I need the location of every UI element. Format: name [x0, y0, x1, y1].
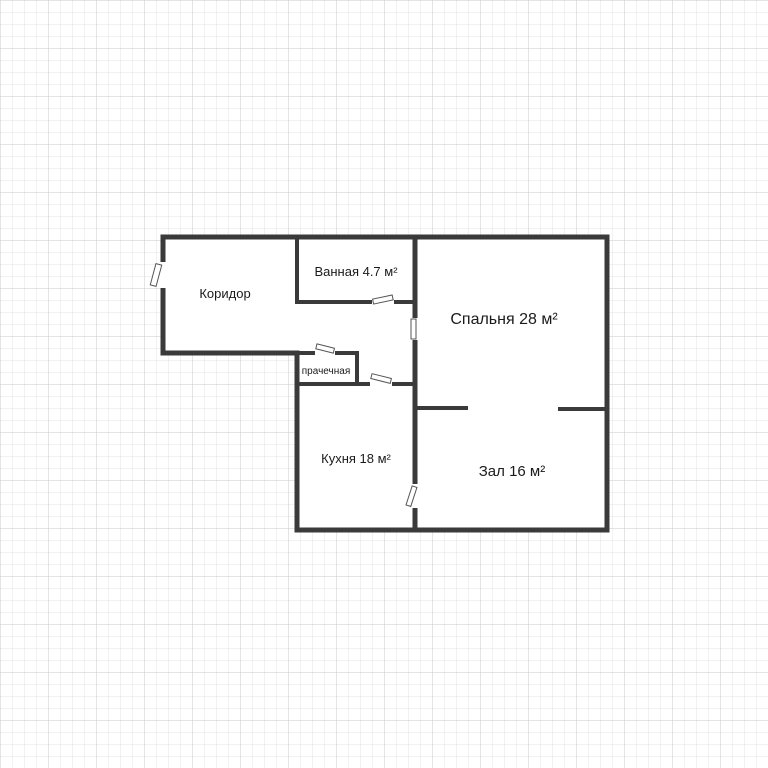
room-label-kitchen: Кухня 18 м² [321, 451, 391, 466]
kitchen-door [370, 373, 393, 384]
bedroom-door [410, 318, 417, 340]
room-label-laundry: прачечная [302, 366, 350, 377]
room-labels: Коридор Ванная 4.7 м² Спальня 28 м² прач… [199, 264, 558, 480]
laundry-door [315, 343, 336, 354]
room-label-bedroom: Спальня 28 м² [450, 311, 558, 328]
hall-door [405, 485, 418, 508]
entrance-door [149, 262, 163, 288]
doors [149, 262, 420, 508]
room-label-hall: Зал 16 м² [479, 463, 545, 480]
bathroom-door [372, 294, 394, 305]
room-label-bathroom: Ванная 4.7 м² [314, 264, 398, 279]
room-fills [163, 237, 607, 530]
room-label-corridor: Коридор [199, 286, 250, 301]
outer-wall [160, 234, 610, 533]
